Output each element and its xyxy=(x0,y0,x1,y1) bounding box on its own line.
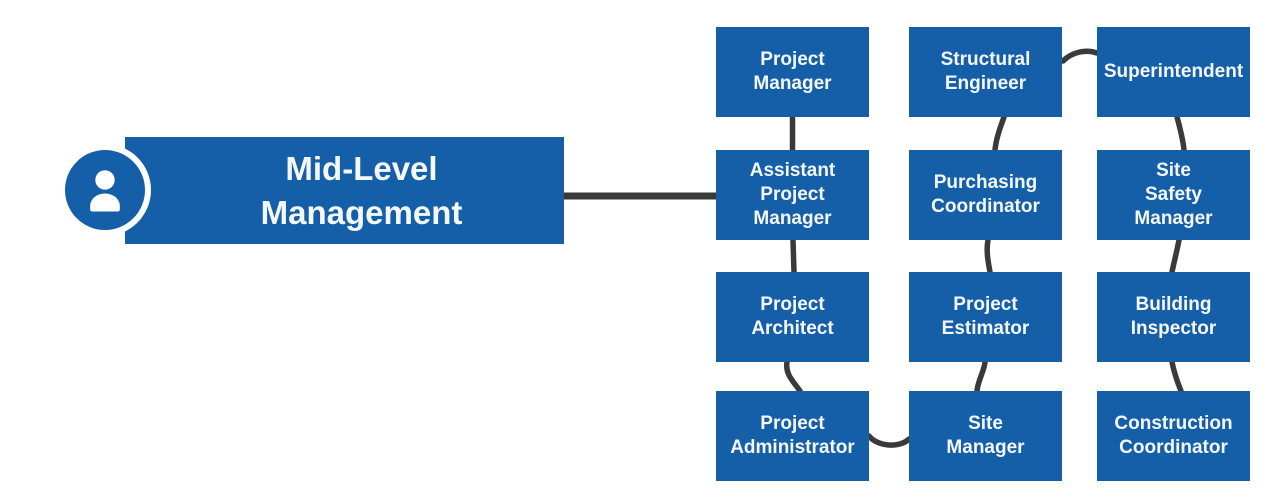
person-icon xyxy=(90,170,120,212)
node-project-administrator: Project Administrator xyxy=(716,391,869,481)
connector-administrator-site-manager xyxy=(866,433,912,448)
connector-site-safety-building-inspector xyxy=(1169,237,1182,275)
connector-estimator-site-manager xyxy=(974,359,988,394)
connector-building-inspector-construction xyxy=(1169,359,1184,394)
node-site-manager: Site Manager xyxy=(909,391,1062,481)
hero-title: Mid-Level Management xyxy=(260,149,463,231)
node-project-manager: Project Manager xyxy=(716,27,869,117)
node-construction-coordinator: Construction Coordinator xyxy=(1097,391,1250,481)
node-project-estimator: Project Estimator xyxy=(909,272,1062,362)
hero-badge-circle xyxy=(59,144,151,236)
node-superintendent: Superintendent xyxy=(1097,27,1250,117)
node-assistant-project-manager: Assistant Project Manager xyxy=(716,150,869,240)
hero-box-mid-level-management: Mid-Level Management xyxy=(125,137,564,244)
connector-assistant-pm-architect xyxy=(790,237,797,275)
node-project-architect: Project Architect xyxy=(716,272,869,362)
connector-structural-superintendent xyxy=(1060,48,1100,64)
node-site-safety-manager: Site Safety Manager xyxy=(1097,150,1250,240)
connector-architect-administrator xyxy=(783,359,803,394)
connector-structural-purchasing xyxy=(992,114,1007,153)
node-structural-engineer: Structural Engineer xyxy=(909,27,1062,117)
connector-superintendent-site-safety xyxy=(1174,114,1187,153)
node-purchasing-coordinator: Purchasing Coordinator xyxy=(909,150,1062,240)
connector-purchasing-estimator xyxy=(984,237,993,275)
node-building-inspector: Building Inspector xyxy=(1097,272,1250,362)
